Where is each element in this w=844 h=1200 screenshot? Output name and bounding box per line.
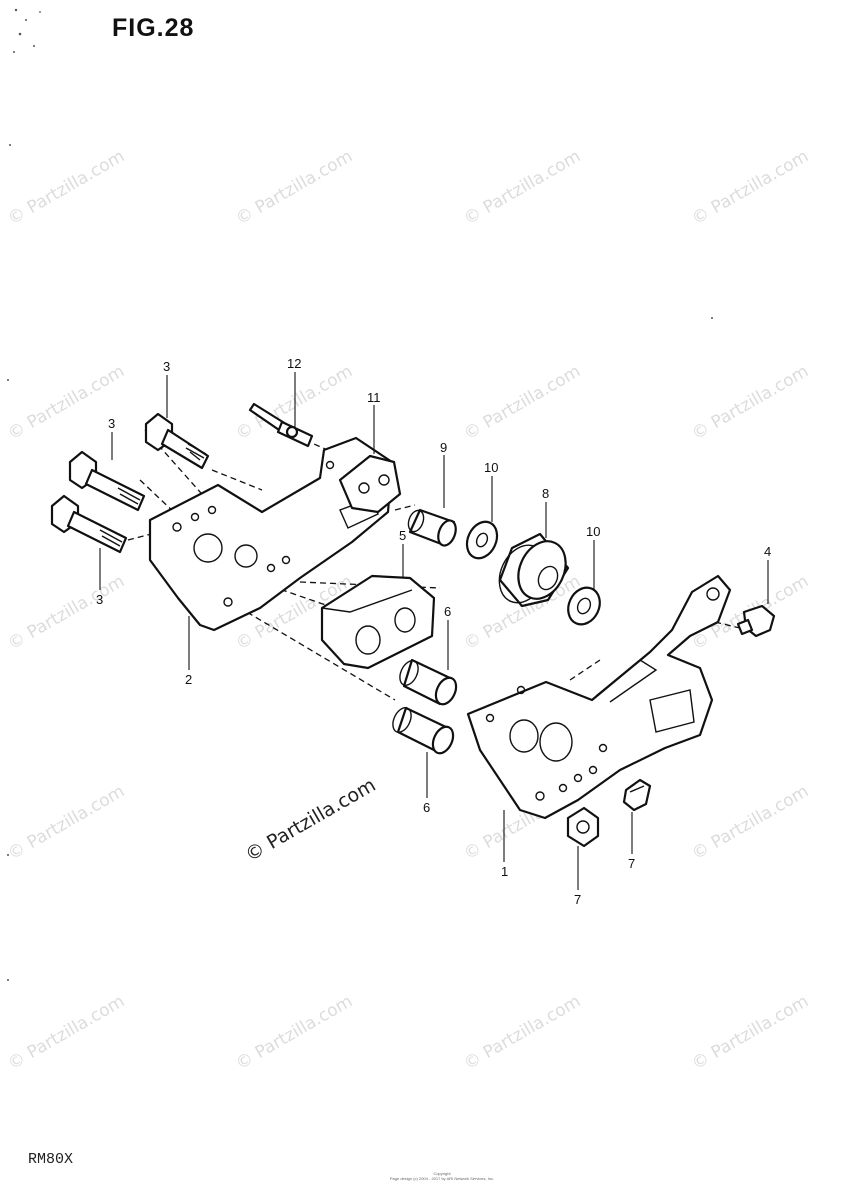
part-11-cam-plate [338,454,402,514]
callout-6-upper: 6 [444,604,451,619]
callout-5: 5 [399,528,406,543]
part-12-pin [248,402,314,448]
callout-7-nut: 7 [574,892,581,907]
part-3-bolt-top [144,412,210,470]
watermark: © Partzilla.com [5,146,129,229]
watermark-center: © Partzilla.com [242,774,380,866]
callout-12: 12 [287,356,301,371]
watermark: © Partzilla.com [5,991,129,1074]
part-3-bolt-lower [50,494,128,554]
callout-10-right: 10 [586,524,600,539]
callout-3-middle: 3 [108,416,115,431]
model-code: RM80X [28,1151,74,1168]
watermark: © Partzilla.com [461,361,585,444]
watermark: © Partzilla.com [461,146,585,229]
callout-6-lower: 6 [423,800,430,815]
part-1-bracket-plate [466,574,732,820]
watermark: © Partzilla.com [689,361,813,444]
part-10-washer-right [567,586,601,626]
callout-labels: 3 3 3 12 11 9 10 8 10 4 5 6 2 6 1 7 7 [96,356,771,907]
part-10-washer-left [465,520,499,560]
watermark: © Partzilla.com [689,781,813,864]
part-7-clip-nut [622,778,652,812]
part-3-bolt-middle [68,450,146,512]
copyright-notice: Copyright Page design (c) 2004 - 2017 by… [372,1171,512,1181]
callout-3-top: 3 [163,359,170,374]
scan-noise [7,8,713,981]
callout-8: 8 [542,486,549,501]
part-7-nut [566,806,600,848]
copyright-line-1: Copyright [433,1171,451,1176]
callout-7-clip: 7 [628,856,635,871]
part-2-bracket-plate [148,436,394,632]
watermark: © Partzilla.com [461,991,585,1074]
callout-3-lower: 3 [96,592,103,607]
watermark: © Partzilla.com [233,991,357,1074]
part-6-collar-lower [392,706,455,755]
callout-2: 2 [185,672,192,687]
callout-9: 9 [440,440,447,455]
part-4-bolt [736,604,776,638]
figure-title: FIG.28 [112,14,195,42]
callout-1: 1 [501,864,508,879]
callout-leader-lines [99,372,769,890]
part-5-block [320,574,436,670]
callout-4: 4 [764,544,771,559]
watermark: © Partzilla.com [5,781,129,864]
part-8-roller [498,532,570,608]
watermark: © Partzilla.com [689,146,813,229]
callout-11: 11 [367,390,381,405]
watermark: © Partzilla.com [689,991,813,1074]
part-6-collar-upper [399,658,458,706]
part-9-sleeve [407,508,457,547]
watermark: © Partzilla.com [5,571,129,654]
watermark: © Partzilla.com [5,361,129,444]
copyright-line-2: Page design (c) 2004 - 2017 by ARI Netwo… [389,1176,495,1181]
watermark: © Partzilla.com [233,146,357,229]
callout-10-left: 10 [484,460,498,475]
